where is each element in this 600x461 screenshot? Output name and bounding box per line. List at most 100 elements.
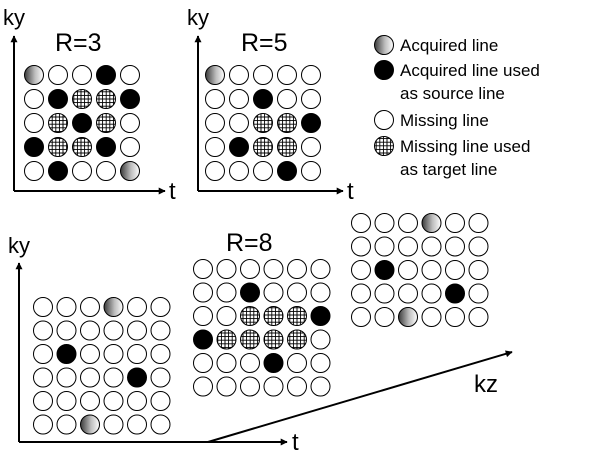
missing-line-dot <box>216 259 237 279</box>
missing-line-dot <box>24 113 44 133</box>
missing-line-dot <box>193 282 213 303</box>
missing-line-dot <box>263 282 284 303</box>
missing-line-dot <box>240 353 260 373</box>
legend-label: Acquired line used <box>400 61 540 80</box>
missing-line-dot <box>287 376 307 397</box>
missing-line-dot <box>56 367 77 388</box>
sampling-grid <box>24 65 140 181</box>
acquired-line-dot <box>205 65 225 85</box>
missing-line-dot <box>240 376 260 397</box>
target-line-dot <box>48 137 68 157</box>
source-line-dot <box>120 89 140 109</box>
missing-line-dot <box>103 414 124 435</box>
front-plane-grid <box>33 297 171 435</box>
missing-line-dot <box>216 282 237 303</box>
missing-line-dot <box>24 161 44 181</box>
missing-line-dot <box>24 89 44 109</box>
missing-line-dot <box>310 376 331 397</box>
missing-line-dot <box>398 260 418 280</box>
missing-line-dot <box>205 137 225 157</box>
t-axis-label: t <box>292 429 299 456</box>
missing-line-dot <box>120 65 140 85</box>
target-line-dot <box>287 329 307 350</box>
missing-line-dot <box>351 213 371 233</box>
source-line-dot <box>301 113 321 133</box>
source-line-dot <box>240 282 260 303</box>
missing-line-dot <box>150 391 171 411</box>
missing-line-dot <box>127 344 147 364</box>
back-plane-grid <box>351 213 489 327</box>
panel-title: R=5 <box>241 29 288 57</box>
source-line-dot <box>253 89 273 109</box>
missing-line-dot <box>374 283 395 304</box>
missing-line-dot <box>310 329 331 350</box>
missing-line-dot <box>150 344 171 364</box>
legend-label: Acquired line <box>400 36 498 55</box>
missing-line-dot <box>421 236 442 257</box>
missing-line-dot <box>468 213 489 233</box>
source-line-dot <box>263 353 284 373</box>
missing-line-dot <box>310 259 331 279</box>
missing-line-dot <box>80 297 100 317</box>
source-line-dot <box>96 137 116 157</box>
missing-line-dot <box>253 161 273 181</box>
legend-label: as target line <box>400 160 497 179</box>
t-axis-label: t <box>347 178 354 205</box>
missing-line-dot <box>229 161 249 181</box>
missing-line-dot <box>80 320 100 341</box>
missing-line-dot <box>351 283 371 304</box>
missing-line-dot <box>301 89 321 109</box>
missing-line-dot <box>374 213 395 233</box>
missing-line-dot <box>72 65 92 85</box>
source-line-dot <box>56 344 77 364</box>
acquired-line-dot <box>103 297 124 317</box>
missing-line-dot <box>56 391 77 411</box>
missing-line-dot <box>351 236 371 257</box>
kz-axis <box>207 350 513 443</box>
missing-line-dot <box>374 236 395 257</box>
source-line-dot <box>127 367 147 388</box>
source-line-dot <box>277 161 297 181</box>
source-line-dot <box>310 306 331 326</box>
missing-line-dot <box>127 414 147 435</box>
acquired-line-dot <box>80 414 100 435</box>
target-line-dot <box>287 306 307 326</box>
missing-line-dot <box>127 297 147 317</box>
missing-line-dot <box>263 376 284 397</box>
missing-line-dot <box>150 320 171 341</box>
missing-line-dot <box>205 89 225 109</box>
missing-line-dot <box>240 259 260 279</box>
source-line-dot <box>96 65 116 85</box>
missing-line-dot <box>96 161 116 181</box>
target-line-dot <box>240 306 260 326</box>
missing-line-dot <box>193 306 213 326</box>
missing-line-dot <box>103 344 124 364</box>
legend-missing-dot <box>374 110 394 130</box>
missing-line-dot <box>56 414 77 435</box>
missing-line-dot <box>421 260 442 280</box>
target-line-dot <box>277 137 297 157</box>
missing-line-dot <box>120 113 140 133</box>
missing-line-dot <box>398 283 418 304</box>
missing-line-dot <box>287 259 307 279</box>
missing-line-dot <box>277 65 297 85</box>
missing-line-dot <box>216 353 237 373</box>
missing-line-dot <box>205 113 225 133</box>
missing-line-dot <box>80 391 100 411</box>
target-line-dot <box>277 113 297 133</box>
missing-line-dot <box>193 376 213 397</box>
missing-line-dot <box>301 65 321 85</box>
missing-line-dot <box>229 65 249 85</box>
missing-line-dot <box>216 376 237 397</box>
acquired-line-dot <box>421 213 442 233</box>
panel-r8: ky t kz R=8 <box>8 213 513 456</box>
missing-line-dot <box>120 137 140 157</box>
target-line-dot <box>72 89 92 109</box>
legend-target-dot <box>374 136 394 156</box>
missing-line-dot <box>229 89 249 109</box>
target-line-dot <box>240 329 260 350</box>
